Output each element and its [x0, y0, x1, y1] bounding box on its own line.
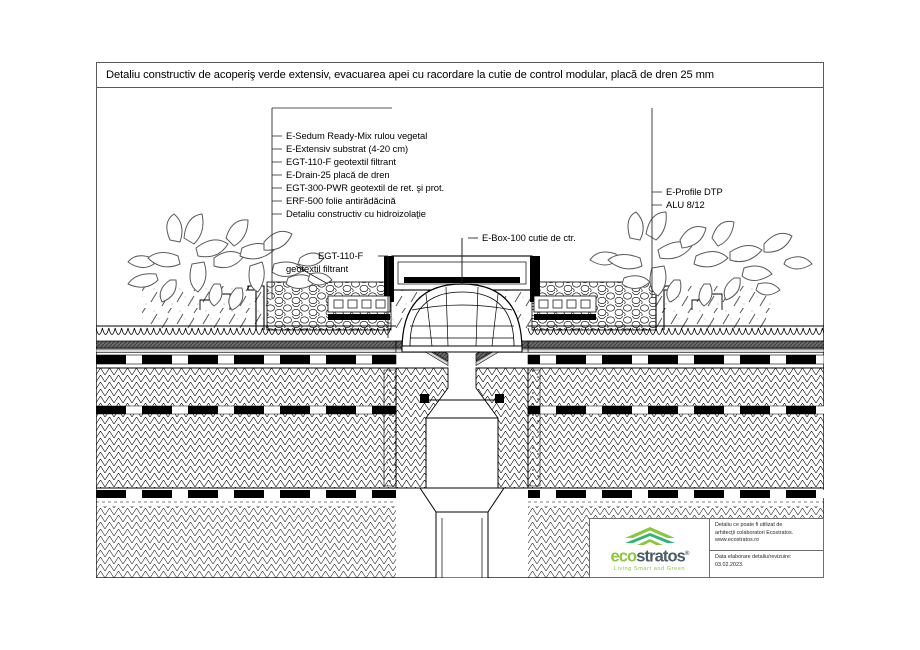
annotation-profile-1: ALU 8/12	[666, 199, 705, 210]
annotation-geotextile-desc: geotextil filtrant	[286, 263, 349, 274]
revision-note: Data elaborare detaliu/revizuire: 03.02.…	[710, 551, 823, 577]
technical-drawing-canvas: E-Sedum Ready-Mix rulou vegetal E-Extens…	[96, 88, 824, 578]
leader-lines	[271, 107, 662, 338]
revision-date: 03.02.2023.	[715, 561, 744, 568]
usage-note: Detaliu ce poate fi utilizat de arhitecţ…	[710, 519, 823, 552]
annotation-profile-0: E-Profile DTP	[666, 186, 723, 197]
company-logo: ecostratos® Living Smart and Green	[590, 519, 710, 577]
revision-label: Data elaborare detaliu/revizuire:	[715, 554, 792, 561]
logo-word-eco: eco	[610, 547, 638, 566]
annotation-layer-3: E-Drain-25 placă de dren	[286, 169, 390, 180]
usage-note-line-2: www.ecostratos.ro	[715, 537, 760, 544]
logo-registered-mark: ®	[684, 551, 689, 558]
annotation-layer-0: E-Sedum Ready-Mix rulou vegetal	[286, 130, 428, 141]
logo-tagline: Living Smart and Green	[613, 565, 686, 572]
usage-note-line-1: arhitecţii colaboratori Ecostratos.	[715, 529, 794, 536]
logo-word-stratos: stratos	[636, 547, 686, 566]
title-bar: Detaliu constructiv de acoperiş verde ex…	[96, 62, 824, 88]
annotation-layer-5: ERF-500 folie antirădăcină	[286, 195, 396, 206]
annotation-geotextile-code: EGT-110-F	[318, 250, 364, 261]
vegetation-right	[589, 211, 813, 307]
annotation-layer-1: E-Extensiv substrat (4-20 cm)	[286, 143, 409, 154]
detail-section-drawing	[96, 238, 824, 578]
vegetation-left	[127, 213, 333, 311]
usage-note-line-0: Detaliu ce poate fi utilizat de	[715, 522, 783, 528]
title-block-text: Detaliu ce poate fi utilizat de arhitecţ…	[710, 519, 823, 577]
annotation-layer-4: EGT-300-PWR geotextil de ret. şi prot.	[286, 182, 445, 193]
title-block: ecostratos® Living Smart and Green Detal…	[589, 518, 824, 578]
chevron-stack-icon	[624, 527, 675, 546]
annotation-layer-6: Detaliu constructiv cu hidroizolaţie	[286, 208, 426, 219]
logo-wordmark: ecostratos®	[610, 546, 690, 566]
annotation-layer-2: EGT-110-F geotextil filtrant	[286, 156, 396, 167]
drawing-title: Detaliu constructiv de acoperiş verde ex…	[106, 69, 715, 81]
annotation-control-box: E-Box-100 cutie de ctr.	[482, 232, 576, 243]
